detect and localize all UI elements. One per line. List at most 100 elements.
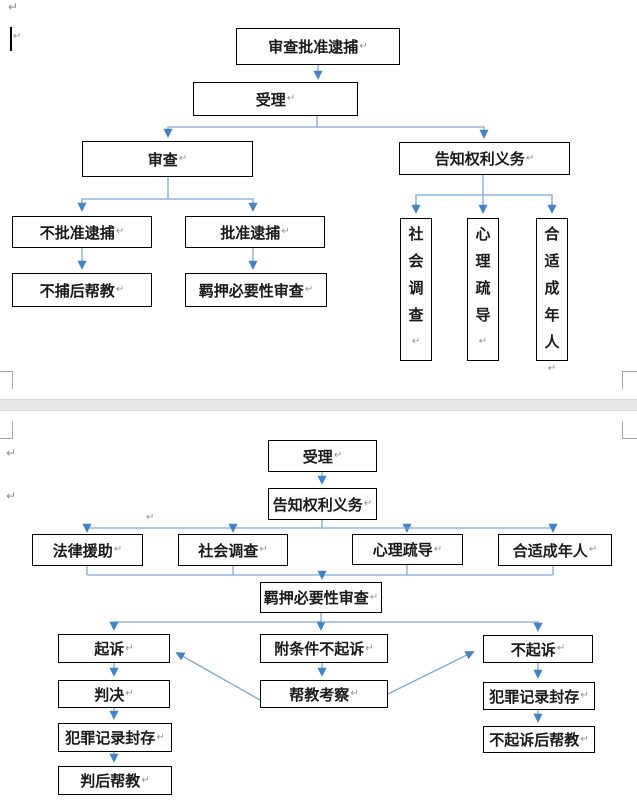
edge-inform-to-social-investigation: [411, 194, 483, 214]
paragraph-mark: ↵: [156, 731, 165, 743]
fc1-node-review[interactable]: 审查↵: [82, 141, 253, 177]
paragraph-mark: ↵: [141, 774, 150, 786]
fc2-node-inform-rights-obligations[interactable]: 告知权利义务↵: [268, 488, 377, 520]
node-label: 受理: [255, 90, 286, 109]
node-label: 合适成年人: [542, 226, 561, 361]
edge2-inform-to-legal-aid: [82, 523, 322, 533]
node-label: 法律援助: [52, 541, 113, 560]
crop-mark-page2-top-left: [0, 421, 13, 439]
fc1-node-social-investigation[interactable]: 社会调查 ↵: [400, 218, 432, 361]
fc2-node-criminal-record-sealing[interactable]: 犯罪记录封存↵: [58, 723, 172, 752]
paragraph-mark: ↵: [178, 153, 188, 164]
fc2-node-legal-aid[interactable]: 法律援助↵: [32, 534, 143, 566]
paragraph-mark: ↵: [8, 0, 19, 14]
fc1-node-approve-arrest[interactable]: 批准逮捕↵: [185, 216, 325, 248]
paragraph-mark: ↵: [363, 498, 373, 509]
node-label: 不捕后帮教: [39, 281, 115, 300]
node-label: 受理: [302, 447, 333, 466]
paragraph-mark: ↵: [525, 152, 535, 164]
fc2-node-prosecute[interactable]: 起诉↵: [58, 634, 170, 663]
node-label: 不起诉: [510, 640, 556, 659]
node-label: 告知权利义务: [434, 150, 525, 168]
paragraph-mark: ↵: [478, 336, 488, 347]
paragraph-mark: ↵: [580, 690, 589, 701]
paragraph-mark: ↵: [115, 226, 125, 237]
node-label: 心理疏导: [372, 541, 433, 559]
crop-mark-page1-bottom-left: [0, 371, 13, 389]
edge-inform-to-appropriate-adult: [483, 194, 557, 214]
paragraph-mark: ↵: [6, 489, 17, 503]
edge2-guidance-to-non-prosecution: [387, 651, 475, 695]
page-separator: [0, 399, 637, 411]
paragraph-mark: ↵: [146, 512, 155, 523]
paragraph-mark: ↵: [113, 544, 123, 555]
node-label: 附条件不起诉: [274, 640, 365, 658]
fc2-node-accept[interactable]: 受理↵: [268, 440, 377, 472]
fc2-node-post-non-prosecution-guidance[interactable]: 不起诉后帮教↵: [483, 726, 595, 753]
fc2-node-psychological-counseling[interactable]: 心理疏导↵: [352, 534, 463, 565]
node-label: 不起诉后帮教: [489, 731, 580, 749]
node-label: 羁押必要性审查: [263, 589, 369, 607]
node-label: 犯罪记录封存: [489, 687, 580, 706]
edge2-custody-to-non-prosecution: [321, 621, 543, 632]
paragraph-mark: ↵: [369, 591, 379, 603]
fc1-node-appropriate-adult[interactable]: 合适成年人 ↵: [536, 218, 568, 374]
paragraph-mark: ↵: [125, 642, 134, 654]
paragraph-mark: ↵: [411, 336, 421, 347]
paragraph-mark: ↵: [580, 733, 589, 745]
paragraph-mark: ↵: [556, 643, 566, 654]
fc2-node-custody-necessity-review[interactable]: 羁押必要性审查↵: [260, 582, 382, 613]
paragraph-mark: ↵: [547, 363, 557, 374]
edge2-inform-to-appropriate-adult: [322, 523, 558, 533]
node-label: 羁押必要性审查: [198, 281, 304, 300]
edge-accept-to-inform-rights: [317, 126, 489, 139]
crop-mark-page2-top-right: [622, 421, 637, 439]
paragraph-mark: ↵: [350, 688, 359, 699]
node-label: 判后帮教: [80, 772, 141, 790]
fc2-node-social-investigation[interactable]: 社会调查↵: [178, 534, 288, 566]
fc2-node-post-judgment-guidance[interactable]: 判后帮教↵: [58, 766, 172, 795]
node-label: 不批准逮捕: [39, 223, 115, 242]
fc2-node-conditional-non-prosecution[interactable]: 附条件不起诉↵: [260, 634, 388, 663]
edge2-guidance-to-prosecute: [175, 652, 261, 701]
fc2-node-criminal-record-sealing-2[interactable]: 犯罪记录封存↵: [483, 682, 595, 710]
paragraph-mark: ↵: [433, 543, 443, 555]
fc1-node-custody-necessity-review[interactable]: 羁押必要性审查↵: [185, 273, 327, 307]
node-label: 帮教考察: [289, 685, 350, 704]
fc1-node-accept[interactable]: 受理↵: [193, 82, 358, 116]
paragraph-mark: ↵: [588, 544, 598, 555]
fc1-node-approve-arrest-review[interactable]: 审查批准逮捕↵: [236, 28, 400, 65]
crop-mark-page1-bottom-right: [622, 371, 637, 389]
fc1-node-psychological-counseling[interactable]: 心理疏导↵: [467, 218, 499, 361]
text-cursor: [10, 27, 12, 51]
paragraph-mark: ↵: [333, 450, 343, 461]
paragraph-mark: ↵: [281, 226, 290, 237]
edge-accept-to-review: [163, 126, 317, 138]
fc1-node-post-non-arrest-guidance[interactable]: 不捕后帮教↵: [12, 273, 152, 307]
node-label: 起诉: [94, 640, 125, 658]
paragraph-mark: ↵: [6, 446, 17, 460]
paragraph-mark: ↵: [259, 544, 268, 555]
node-label: 社会调查: [198, 541, 259, 560]
fc1-node-inform-rights-obligations[interactable]: 告知权利义务↵: [399, 142, 570, 175]
paragraph-mark: ↵: [359, 40, 368, 52]
fc2-node-non-prosecution[interactable]: 不起诉↵: [483, 635, 593, 663]
node-label: 判决: [94, 685, 125, 704]
node-label: 批准逮捕: [220, 223, 281, 242]
node-label: 告知权利义务: [272, 495, 363, 514]
node-label: 合适成年人: [512, 541, 588, 560]
fc2-node-judgment[interactable]: 判决↵: [58, 680, 170, 708]
fc1-node-disapprove-arrest[interactable]: 不批准逮捕↵: [12, 216, 152, 248]
node-label: 犯罪记录封存: [65, 729, 156, 747]
fc2-node-appropriate-adult[interactable]: 合适成年人↵: [498, 534, 612, 566]
node-label: 审查批准逮捕: [268, 38, 359, 56]
edge2-custody-to-prosecute: [109, 621, 321, 631]
paragraph-mark: ↵: [286, 93, 296, 104]
paragraph-mark: ↵: [13, 31, 22, 42]
node-label: 审查: [147, 150, 178, 169]
paragraph-mark: ↵: [125, 688, 134, 699]
fc2-node-guidance-inspection[interactable]: 帮教考察↵: [260, 680, 388, 708]
node-label: 社会调查: [406, 226, 425, 334]
edge-review-to-approve-arrest: [168, 198, 258, 212]
